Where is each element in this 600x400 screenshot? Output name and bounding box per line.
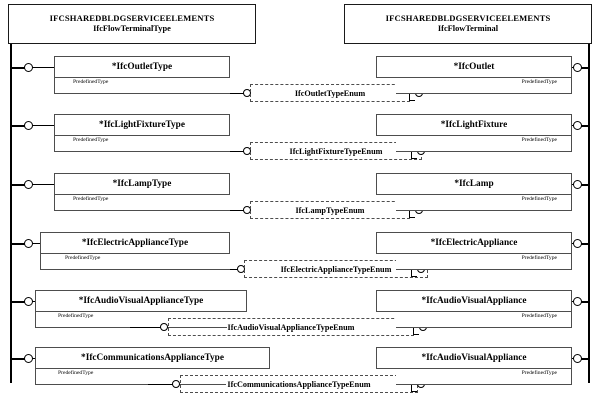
row-connector-left-5 [11,301,25,303]
entity-box-left-6[interactable]: *IfcCommunicationsApplianceType [35,347,270,369]
entity-label-left-2: *IfcLightFixtureType [99,120,185,130]
attr-link-left-4 [230,269,238,271]
entity-box-right-6[interactable]: *IfcAudioVisualAppliance [376,347,572,369]
enum-label-6: IfcCommunicationsApplianceTypeEnum [226,379,372,389]
attribute-label-left-4: PredefinedType [65,255,101,261]
right-package-schema: IFCSHAREDBLDGSERVICEELEMENTS [385,13,551,24]
attribute-compartment-left-6: PredefinedType [35,369,230,385]
attribute-label-left-1: PredefinedType [73,79,109,85]
entity-label-right-1: *IfcOutlet [453,62,495,72]
attribute-compartment-right-4: PredefinedType [396,254,572,270]
attr-link-left-3 [230,210,244,212]
entity-box-left-3[interactable]: *IfcLampType [54,173,230,195]
attr-circle-left-6 [172,380,180,388]
right-spine-line [588,44,591,383]
attr-link-left-5b [130,327,160,329]
attribute-compartment-right-2: PredefinedType [396,136,572,152]
entity-label-right-2: *IfcLightFixture [440,120,508,130]
row-connector-right-2 [581,125,590,127]
row-connector-left-stub-6 [32,358,36,360]
attribute-label-right-2: PredefinedType [521,137,557,143]
row-connector-right-5 [581,301,590,303]
entity-label-left-4: *IfcElectricApplianceType [81,238,189,248]
row-connector-left-4 [11,243,25,245]
entity-label-left-5: *IfcAudioVisualApplianceType [78,296,204,306]
row-connector-left-stub-2 [32,125,54,127]
row-connector-left-6 [11,358,25,360]
right-package-entity: IfcFlowTerminal [437,24,499,34]
row-connector-left-stub-4 [32,243,41,245]
entity-box-right-4[interactable]: *IfcElectricAppliance [376,232,572,254]
attribute-compartment-left-3: PredefinedType [54,195,230,211]
attr-link-left-2 [230,151,244,153]
attribute-label-right-1: PredefinedType [521,79,557,85]
entity-label-left-3: *IfcLampType [112,179,172,189]
row-connector-left-stub-5 [32,301,36,303]
enum-label-4: IfcElectricApplianceTypeEnum [279,264,393,274]
enum-box-5[interactable]: IfcAudioVisualApplianceTypeEnum [168,318,414,336]
enum-box-6[interactable]: IfcCommunicationsApplianceTypeEnum [180,375,418,393]
entity-label-left-6: *IfcCommunicationsApplianceType [81,353,224,363]
attribute-compartment-right-6: PredefinedType [396,369,572,385]
entity-box-right-2[interactable]: *IfcLightFixture [376,114,572,136]
entity-label-left-1: *IfcOutletType [111,62,173,72]
row-connector-left-stub-1 [32,67,54,69]
attribute-label-left-5: PredefinedType [58,313,94,319]
attribute-label-left-3: PredefinedType [73,196,109,202]
enum-box-1[interactable]: IfcOutletTypeEnum [250,84,410,102]
attribute-label-right-3: PredefinedType [521,196,557,202]
entity-label-right-5: *IfcAudioVisualAppliance [421,296,527,306]
row-connector-right-1 [581,67,590,69]
attribute-compartment-right-3: PredefinedType [396,195,572,211]
attribute-compartment-right-1: PredefinedType [396,78,572,94]
attribute-compartment-left-1: PredefinedType [54,78,230,94]
attribute-label-right-4: PredefinedType [521,255,557,261]
attr-link-left-1 [230,93,244,95]
entity-label-right-4: *IfcElectricAppliance [430,238,518,248]
enum-label-1: IfcOutletTypeEnum [293,88,367,98]
entity-label-right-3: *IfcLamp [454,179,494,189]
row-connector-right-4 [581,243,590,245]
attribute-label-right-6: PredefinedType [521,370,557,376]
left-package-header: IFCSHAREDBLDGSERVICEELEMENTS IfcFlowTerm… [8,4,256,44]
left-package-schema: IFCSHAREDBLDGSERVICEELEMENTS [49,13,215,24]
entity-box-left-4[interactable]: *IfcElectricApplianceType [40,232,230,254]
entity-box-left-1[interactable]: *IfcOutletType [54,56,230,78]
row-connector-left-1 [11,67,25,69]
row-connector-right-6 [581,358,590,360]
enum-label-2: IfcLightFixtureTypeEnum [288,146,384,156]
entity-box-left-2[interactable]: *IfcLightFixtureType [54,114,230,136]
enum-label-5: IfcAudioVisualApplianceTypeEnum [226,322,356,332]
entity-box-right-3[interactable]: *IfcLamp [376,173,572,195]
attr-link-left-6 [148,384,174,386]
enum-label-3: IfcLampTypeEnum [294,205,366,215]
entity-label-right-6: *IfcAudioVisualAppliance [421,353,527,363]
entity-box-right-5[interactable]: *IfcAudioVisualAppliance [376,290,572,312]
attribute-compartment-left-4: PredefinedType [40,254,230,270]
right-package-header: IFCSHAREDBLDGSERVICEELEMENTS IfcFlowTerm… [344,4,592,44]
attribute-label-left-6: PredefinedType [58,370,94,376]
entity-box-left-5[interactable]: *IfcAudioVisualApplianceType [35,290,247,312]
entity-box-right-1[interactable]: *IfcOutlet [376,56,572,78]
left-spine-line [10,44,13,383]
attribute-compartment-right-5: PredefinedType [396,312,572,328]
attribute-compartment-left-2: PredefinedType [54,136,230,152]
row-connector-left-stub-3 [32,184,54,186]
attribute-label-left-2: PredefinedType [73,137,109,143]
attr-circle-left-5 [160,323,168,331]
row-connector-left-2 [11,125,25,127]
row-connector-left-3 [11,184,25,186]
enum-box-3[interactable]: IfcLampTypeEnum [250,201,410,219]
attribute-label-right-5: PredefinedType [521,313,557,319]
row-connector-right-3 [581,184,590,186]
left-package-entity: IfcFlowTerminalType [93,24,171,34]
